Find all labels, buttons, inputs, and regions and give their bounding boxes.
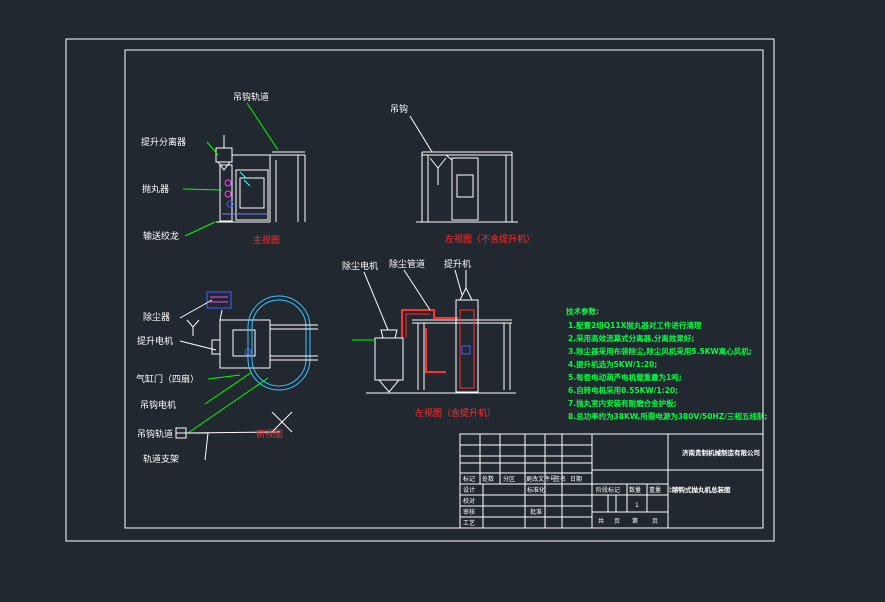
tech-item: 8.总功率约为38KW,所需电源为380V/50HZ/三相五线制;	[568, 411, 767, 421]
tech-item: 2.采用高效流幕式分离器,分离效果好;	[568, 333, 694, 343]
role-process: 工艺	[463, 519, 475, 527]
inner-border	[124, 49, 764, 529]
sheet-label: 共	[598, 517, 604, 525]
role-design: 设计	[463, 486, 475, 494]
quantity-value: 1	[635, 502, 639, 509]
callout-hook-track: 吊钩轨道	[137, 428, 173, 440]
company-name: 济南贵制机械制造有限公司	[682, 448, 760, 457]
left-view-with-hoist	[352, 269, 516, 394]
rev-header: 日期	[570, 475, 582, 483]
callout-hoist-track: 吊钩轨道	[233, 91, 269, 103]
sheet-label: 页	[652, 518, 658, 525]
sheet-label: 页	[614, 518, 620, 525]
stage-header: 比例	[669, 486, 681, 494]
rev-header: 处数	[482, 475, 494, 483]
std-label: 标准化	[527, 486, 545, 494]
rev-header: 分区	[503, 475, 515, 483]
tech-item: 3.除尘器采用布袋除尘,除尘风机采用5.5KW离心风机;	[568, 346, 752, 356]
callout-hoist-motor: 提升电机	[137, 335, 173, 347]
role-check: 校对	[463, 497, 475, 505]
drawing-name: 吊钩式抛丸机总装图	[672, 485, 731, 494]
callout-hook: 吊钩	[390, 103, 408, 115]
left-view-no-hoist-caption: 左视图（不含提升机）	[445, 233, 535, 245]
tech-item: 6.自转电机采用0.55KW/1:20;	[568, 385, 678, 395]
stage-header: 重量	[649, 486, 661, 494]
callout-polisher: 抛丸器	[142, 183, 169, 195]
callout-dust-pipe: 除尘管道	[389, 258, 425, 270]
callout-dust-motor: 除尘电机	[342, 260, 378, 272]
top-view-caption: 俯视图	[256, 428, 283, 440]
tech-item: 4.提升机选为5KW/1:20;	[568, 359, 657, 369]
callout-hoist: 提升机	[444, 258, 471, 270]
callout-dust-collector: 除尘器	[143, 311, 170, 323]
tech-item: 1.配置2组Q11X抛丸器对工件进行清理	[568, 320, 702, 330]
approve-label: 批准	[530, 508, 542, 516]
front-view-caption: 主视图	[253, 234, 280, 246]
front-view	[182, 102, 306, 237]
callout-separator: 提升分离器	[141, 136, 186, 148]
tech-item: 5.每套电动葫芦电机载重量为1吨;	[568, 372, 682, 382]
callout-track-support: 轨道支架	[143, 453, 179, 465]
rev-header: 更改文件号	[526, 475, 556, 483]
outer-border	[65, 38, 775, 542]
title-block	[459, 433, 764, 529]
rev-header: 标记	[463, 475, 475, 483]
stage-header: 数量	[629, 486, 641, 494]
rev-header: 签名	[554, 475, 566, 483]
callout-hook-motor: 吊钩电机	[140, 399, 176, 411]
tech-title: 技术参数:	[566, 306, 599, 316]
callout-conveyor: 输送绞龙	[143, 230, 179, 242]
tech-params: 技术参数: 1.配置2组Q11X抛丸器对工件进行清理 2.采用高效流幕式分离器,…	[566, 306, 767, 421]
top-view	[175, 291, 318, 461]
stage-header: 阶段标记	[596, 486, 620, 494]
tech-item: 7.抛丸室内安装有耐磨合金护板;	[568, 398, 677, 408]
left-view-no-hoist	[409, 115, 518, 223]
role-review: 审核	[463, 508, 475, 516]
sheet-label: 第	[632, 517, 638, 525]
left-view-with-hoist-caption: 左视图（含提升机）	[415, 407, 496, 419]
callout-air-cylinder-door: 气缸门（四扇）	[136, 373, 199, 385]
